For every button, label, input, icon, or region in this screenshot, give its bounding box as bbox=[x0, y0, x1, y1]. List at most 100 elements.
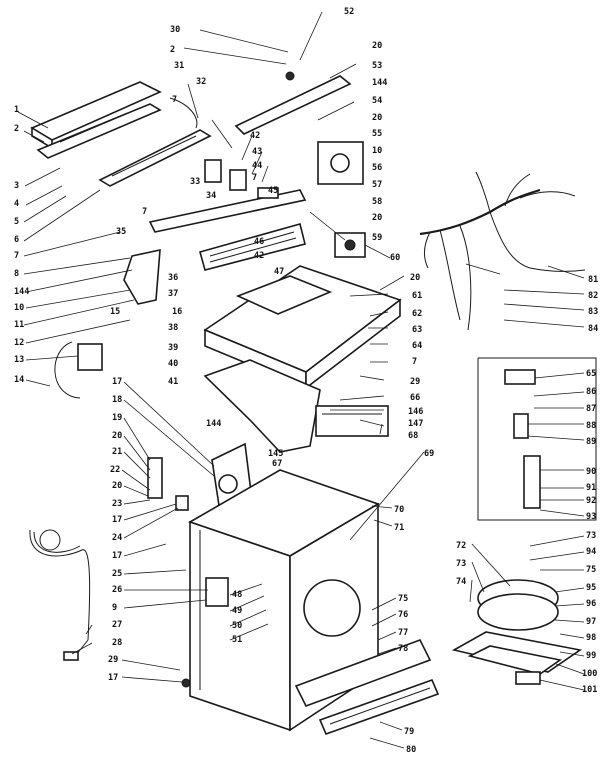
callout-2: 2 bbox=[170, 45, 175, 55]
callout-54: 54 bbox=[372, 96, 382, 106]
callout-39: 39 bbox=[168, 343, 178, 353]
callout-20: 20 bbox=[372, 41, 382, 51]
callout-143: 144 bbox=[14, 287, 29, 297]
callout-7: 7 bbox=[412, 357, 417, 367]
callout-46: 46 bbox=[254, 237, 264, 247]
callout-79: 79 bbox=[404, 727, 414, 737]
callout-9: 9 bbox=[112, 603, 117, 613]
callout-7: 7 bbox=[172, 95, 177, 105]
console-panel-assembly bbox=[30, 71, 366, 399]
water-inlet-assembly bbox=[203, 359, 389, 453]
callout-101: 101 bbox=[582, 685, 597, 695]
top-cover-and-lid bbox=[203, 265, 402, 390]
callout-73: 73 bbox=[456, 559, 466, 569]
callout-90: 90 bbox=[586, 467, 596, 477]
callout-62: 62 bbox=[412, 309, 422, 319]
callout-34: 34 bbox=[206, 191, 216, 201]
callout-78: 78 bbox=[398, 644, 408, 654]
wire-harness bbox=[419, 171, 586, 331]
callout-63: 63 bbox=[412, 325, 422, 335]
callout-31: 31 bbox=[174, 61, 184, 71]
leader-lines bbox=[17, 11, 585, 749]
callout-99: 99 bbox=[586, 651, 596, 661]
callout-52: 52 bbox=[344, 7, 354, 17]
callout-98: 98 bbox=[586, 633, 596, 643]
motor-parts-inset bbox=[477, 357, 597, 521]
callout-30: 30 bbox=[170, 25, 180, 35]
callout-44: 44 bbox=[252, 161, 262, 171]
callout-50: 50 bbox=[232, 621, 242, 631]
callout-74: 74 bbox=[456, 577, 466, 587]
callout-6: 6 bbox=[14, 235, 19, 245]
callout-86: 86 bbox=[586, 387, 596, 397]
callout-93: 93 bbox=[586, 512, 596, 522]
callout-42: 42 bbox=[254, 251, 264, 261]
callout-144: 145 bbox=[268, 449, 283, 459]
callout-15: 15 bbox=[110, 307, 120, 317]
callout-24: 24 bbox=[112, 533, 122, 543]
callout-45: 45 bbox=[268, 186, 278, 196]
callout-47: 47 bbox=[274, 267, 284, 277]
callout-71: 71 bbox=[394, 523, 404, 533]
pump-and-motor-mount bbox=[451, 579, 583, 685]
callout-20: 20 bbox=[112, 481, 122, 491]
callout-95: 95 bbox=[586, 583, 596, 593]
callout-91: 91 bbox=[586, 483, 596, 493]
callout-21: 21 bbox=[112, 447, 122, 457]
callout-87: 87 bbox=[586, 404, 596, 414]
callout-67: 67 bbox=[272, 459, 282, 469]
power-cord bbox=[29, 529, 91, 661]
callout-83: 83 bbox=[588, 307, 598, 317]
callout-88: 88 bbox=[586, 421, 596, 431]
callout-17: 17 bbox=[112, 377, 122, 387]
callout-12: 12 bbox=[14, 338, 24, 348]
callout-16: 16 bbox=[172, 307, 182, 317]
callout-143: 144 bbox=[206, 419, 221, 429]
callout-75: 75 bbox=[586, 565, 596, 575]
callout-18: 18 bbox=[112, 395, 122, 405]
callout-8: 8 bbox=[14, 269, 19, 279]
callout-7: 7 bbox=[142, 207, 147, 217]
callout-5: 5 bbox=[14, 217, 19, 227]
callout-29: 29 bbox=[108, 655, 118, 665]
callout-20: 20 bbox=[372, 113, 382, 123]
callout-36: 36 bbox=[168, 273, 178, 283]
callout-20: 20 bbox=[410, 273, 420, 283]
callout-25: 25 bbox=[112, 569, 122, 579]
callout-89: 89 bbox=[586, 437, 596, 447]
callout-28: 28 bbox=[112, 638, 122, 648]
callout-56: 56 bbox=[372, 163, 382, 173]
callout-13: 13 bbox=[14, 355, 24, 365]
callout-68: 68 bbox=[408, 431, 418, 441]
callout-10: 10 bbox=[14, 303, 24, 313]
callout-22: 22 bbox=[110, 465, 120, 475]
callout-60: 60 bbox=[390, 253, 400, 263]
callout-23: 23 bbox=[112, 499, 122, 509]
callout-82: 82 bbox=[588, 291, 598, 301]
callout-94: 94 bbox=[586, 547, 596, 557]
callout-80: 80 bbox=[406, 745, 416, 755]
callout-48: 48 bbox=[232, 590, 242, 600]
callout-143: 144 bbox=[372, 78, 387, 88]
callout-66: 66 bbox=[410, 393, 420, 403]
callout-58: 58 bbox=[372, 197, 382, 207]
callout-51: 51 bbox=[232, 635, 242, 645]
callout-81: 81 bbox=[588, 275, 598, 285]
callout-57: 57 bbox=[372, 180, 382, 190]
callout-11: 11 bbox=[14, 320, 24, 330]
callout-17: 17 bbox=[112, 551, 122, 561]
callout-55: 55 bbox=[372, 129, 382, 139]
callout-65: 65 bbox=[586, 369, 596, 379]
callout-84: 84 bbox=[588, 324, 598, 334]
callout-97: 97 bbox=[586, 617, 596, 627]
callout-3: 3 bbox=[14, 181, 19, 191]
callout-19: 19 bbox=[112, 413, 122, 423]
callout-27: 27 bbox=[112, 620, 122, 630]
callout-100: 100 bbox=[582, 669, 597, 679]
callout-77: 77 bbox=[398, 628, 408, 638]
callout-40: 40 bbox=[168, 359, 178, 369]
callout-92: 92 bbox=[586, 496, 596, 506]
callout-73: 73 bbox=[586, 531, 596, 541]
callout-33: 33 bbox=[190, 177, 200, 187]
